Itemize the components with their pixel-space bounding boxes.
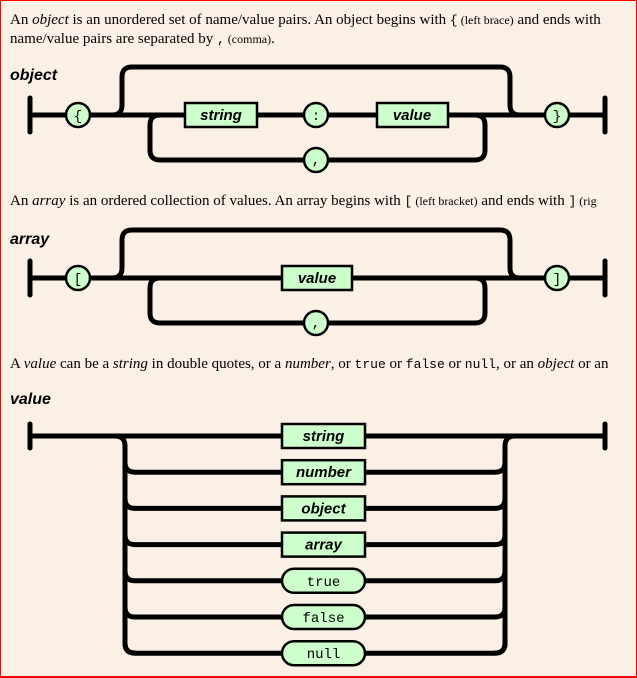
open-brace-text: { bbox=[74, 109, 82, 125]
value-diagram-label: value bbox=[10, 391, 51, 408]
comma-node bbox=[302, 309, 330, 337]
colon-node bbox=[302, 101, 330, 129]
choice-label: true bbox=[307, 575, 341, 591]
open-bracket-text: [ bbox=[74, 272, 82, 288]
value-choice-false: false bbox=[122, 603, 508, 631]
value-text: value bbox=[298, 270, 336, 287]
nonterminal-node bbox=[280, 458, 367, 486]
nonterminal-node bbox=[280, 531, 367, 558]
value-node bbox=[375, 101, 450, 129]
choice-label: array bbox=[305, 537, 342, 554]
nonterminal-node bbox=[280, 495, 367, 522]
choice-label: number bbox=[296, 464, 352, 481]
object-diagram: { string : value , } bbox=[27, 64, 608, 174]
value-choice-string: string bbox=[280, 422, 367, 450]
colon-text: : bbox=[312, 109, 320, 125]
open-bracket-node bbox=[64, 264, 92, 292]
close-brace-text: } bbox=[553, 109, 561, 125]
array-diagram: [ value , ] bbox=[27, 227, 608, 337]
nonterminal-node bbox=[280, 422, 367, 450]
comma-text: , bbox=[312, 316, 320, 332]
literal-node bbox=[280, 639, 367, 667]
close-brace-node bbox=[543, 101, 571, 129]
value-choice-null: null bbox=[122, 639, 508, 667]
value-choice-array: array bbox=[122, 531, 508, 558]
literal-node bbox=[280, 603, 367, 631]
value-description: A value can be a string in double quotes… bbox=[10, 356, 609, 372]
close-bracket-node bbox=[543, 264, 571, 292]
choice-label: object bbox=[301, 500, 346, 517]
value-choice-object: object bbox=[122, 495, 508, 522]
array-description: An array is an ordered collection of val… bbox=[10, 193, 597, 209]
string-text: string bbox=[200, 107, 242, 124]
choice-label: false bbox=[302, 611, 344, 627]
object-description: An object is an unordered set of name/va… bbox=[10, 12, 601, 47]
close-bracket-text: ] bbox=[553, 272, 561, 288]
value-choice-true: true bbox=[122, 567, 508, 595]
value-node bbox=[280, 264, 354, 292]
choice-label: string bbox=[303, 428, 345, 445]
choice-label: null bbox=[307, 647, 341, 663]
open-brace-node bbox=[64, 101, 92, 129]
repeat-loop-top bbox=[109, 64, 523, 118]
value-text: value bbox=[393, 107, 431, 124]
value-choice-number: number bbox=[122, 458, 508, 486]
comma-node bbox=[302, 146, 330, 174]
array-diagram-label: array bbox=[10, 231, 50, 248]
object-diagram-label: object bbox=[10, 67, 58, 84]
comma-text: , bbox=[312, 153, 320, 169]
string-node bbox=[183, 101, 259, 129]
literal-node bbox=[280, 567, 367, 595]
